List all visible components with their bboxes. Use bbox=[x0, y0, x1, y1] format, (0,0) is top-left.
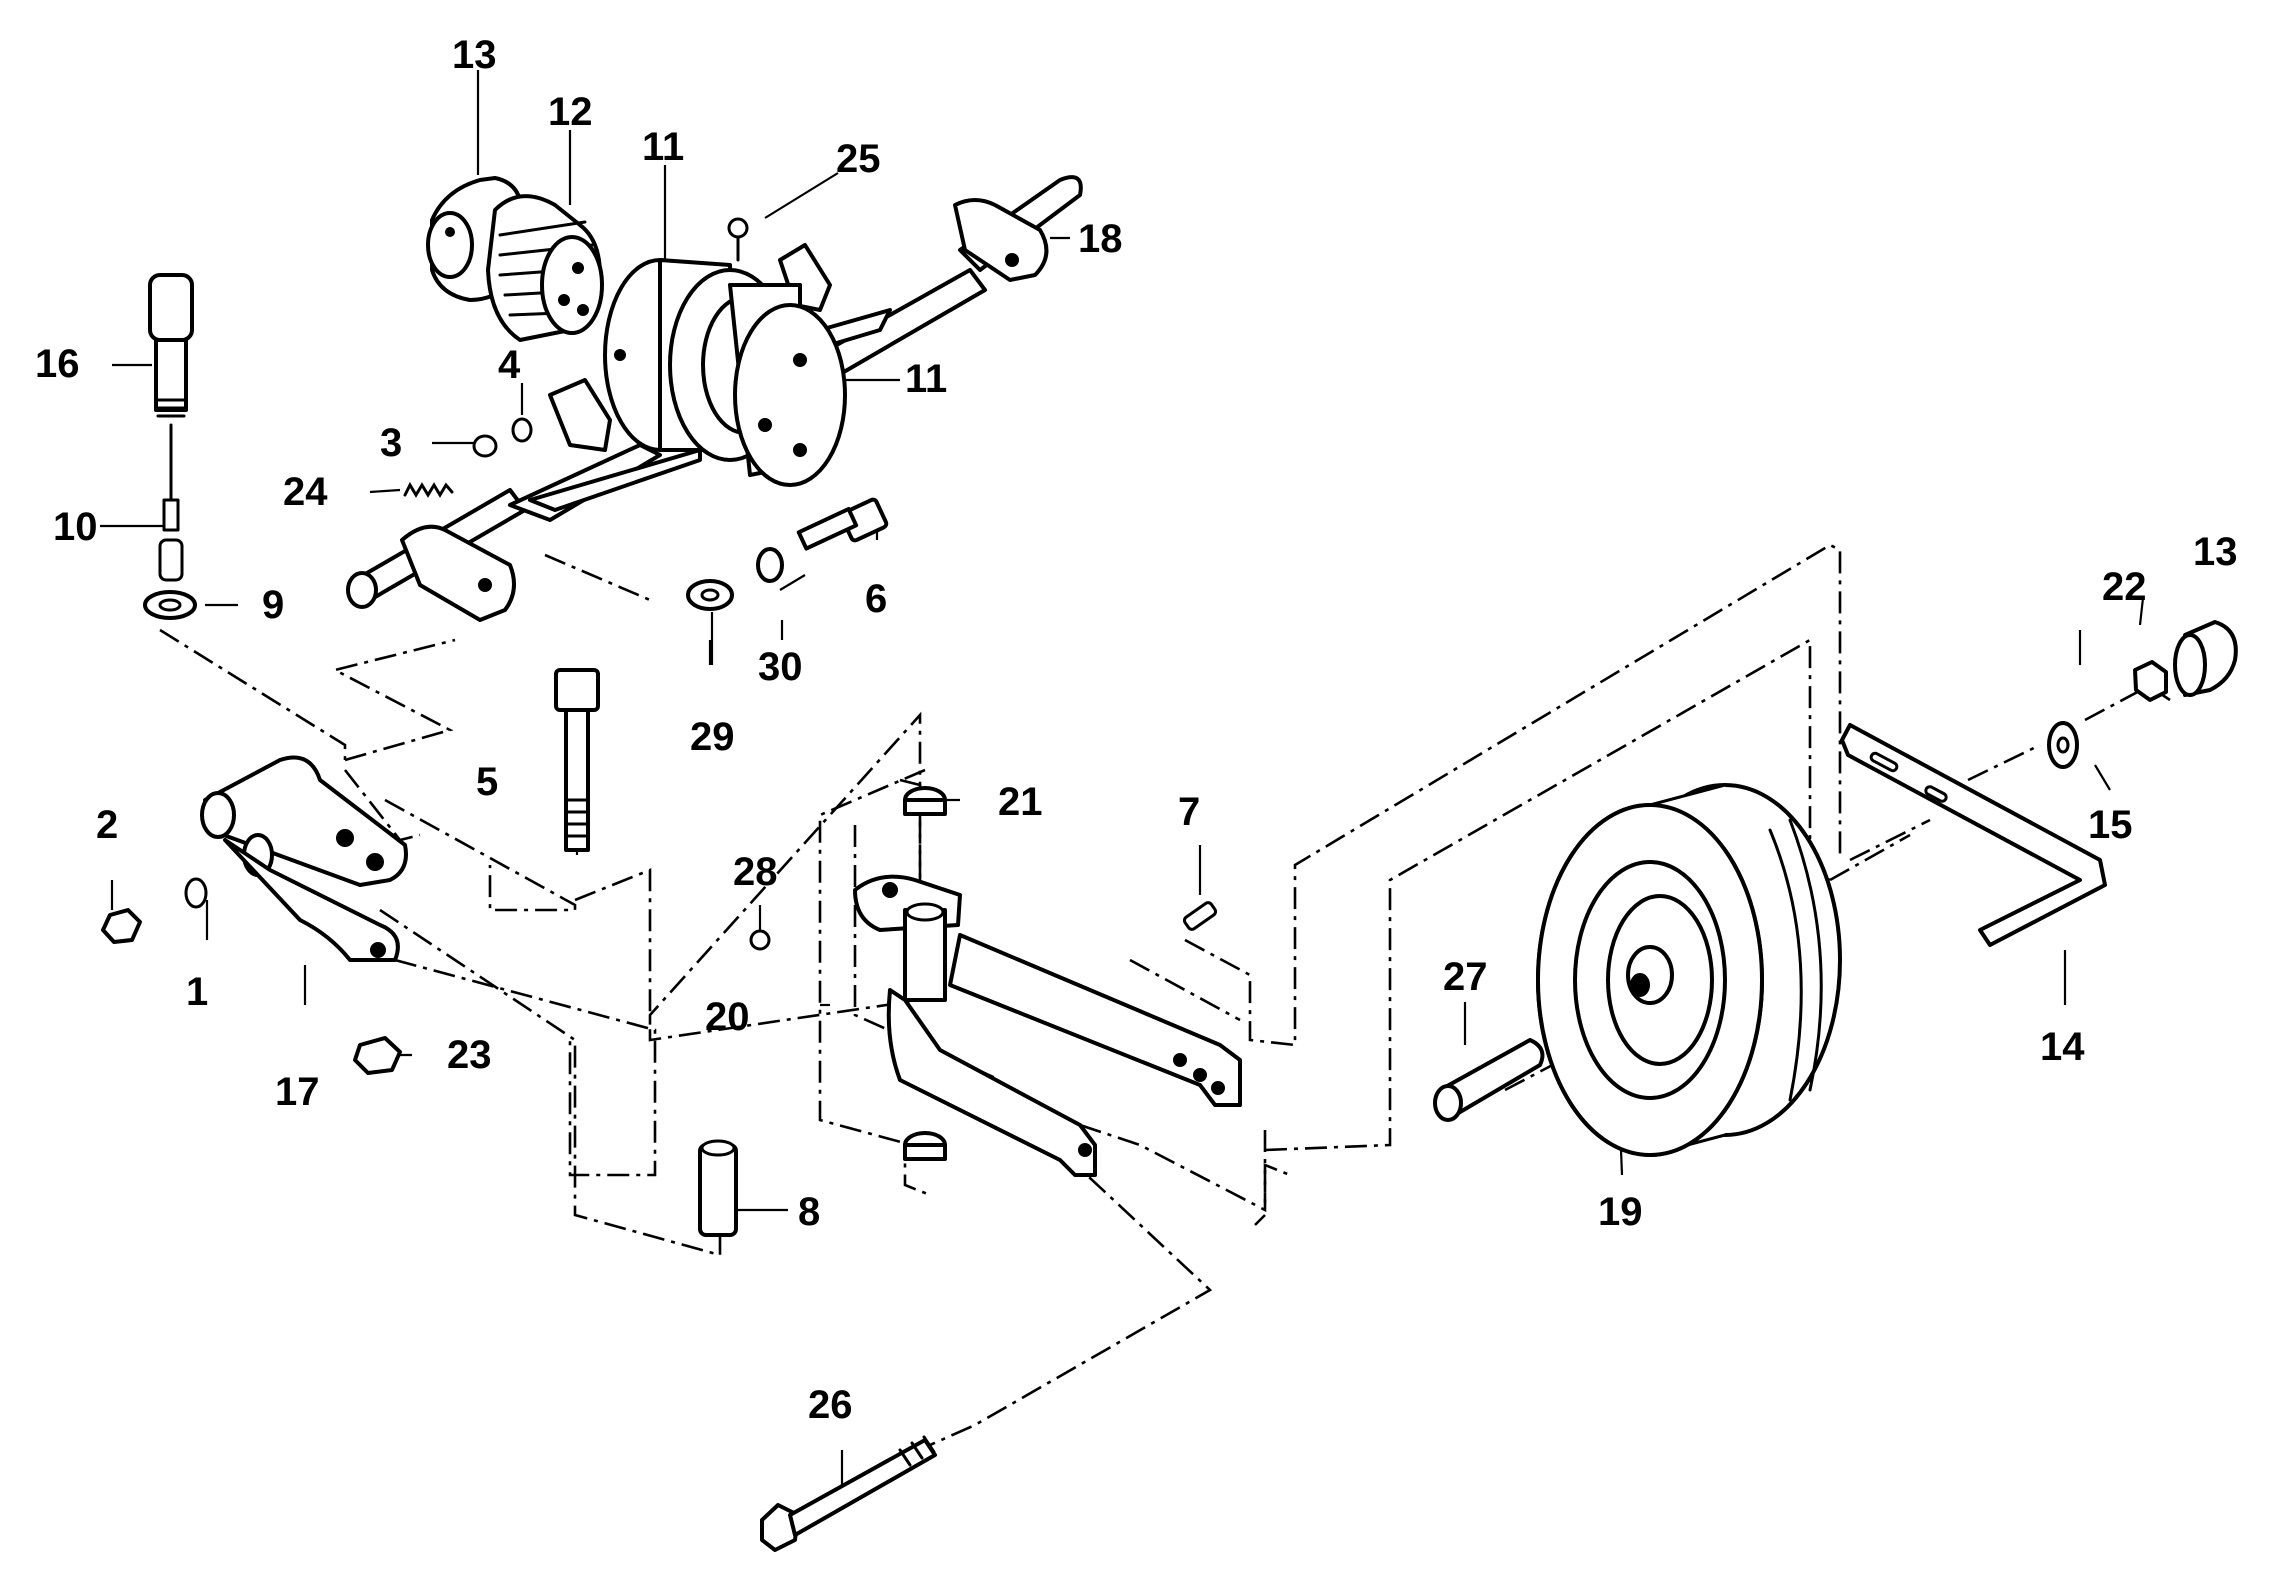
callout-7: 7 bbox=[1178, 790, 1200, 834]
caster-fork-21 bbox=[853, 874, 1242, 1177]
callout-5: 5 bbox=[476, 760, 498, 804]
callout-4: 4 bbox=[498, 343, 521, 387]
washer-31 bbox=[756, 547, 784, 583]
callout-2: 2 bbox=[96, 803, 118, 847]
grease-nipple-26 bbox=[727, 217, 749, 262]
callout-3: 3 bbox=[380, 421, 402, 465]
washer-30 bbox=[686, 579, 734, 611]
callout-labels: 13 12 11 25 18 11 16 4 3 24 10 9 6 30 29… bbox=[35, 33, 2238, 1427]
nut-23 bbox=[2133, 660, 2168, 702]
nut-24 bbox=[353, 1036, 402, 1075]
bolt-6 bbox=[796, 497, 889, 551]
callout-17: 16 bbox=[35, 342, 80, 386]
washer-4 bbox=[511, 417, 533, 443]
callout-25: 24 bbox=[283, 470, 328, 514]
grease-nipple-29 bbox=[749, 929, 771, 951]
callout-14: 13 bbox=[2193, 530, 2238, 574]
washer-9 bbox=[143, 590, 197, 620]
callout-6: 6 bbox=[865, 577, 887, 621]
callout-26: 25 bbox=[836, 137, 881, 181]
callout-1: 1 bbox=[186, 970, 208, 1014]
axle-bracket-15 bbox=[1840, 723, 2107, 947]
spacer-8 bbox=[698, 1139, 738, 1237]
drum-flange-front bbox=[728, 283, 847, 487]
callout-18: 17 bbox=[275, 1070, 320, 1114]
callout-24: 23 bbox=[447, 1033, 492, 1077]
callout-30: 29 bbox=[690, 715, 735, 759]
washer-1 bbox=[184, 877, 208, 909]
callout-22: 21 bbox=[998, 780, 1043, 824]
nut-lower-fork bbox=[903, 1131, 947, 1161]
washer-16 bbox=[2047, 721, 2079, 769]
spring-25 bbox=[403, 481, 454, 498]
bolt-27 bbox=[760, 1435, 937, 1552]
nut-22 bbox=[903, 786, 947, 816]
callout-16: 15 bbox=[2088, 803, 2133, 847]
callout-31: 30 bbox=[758, 645, 803, 689]
callout-21: 20 bbox=[705, 995, 750, 1039]
callout-11-top: 11 bbox=[642, 125, 684, 169]
wheel-20 bbox=[1536, 783, 1842, 1157]
callout-8: 8 bbox=[798, 1190, 820, 1234]
callout-10: 10 bbox=[53, 505, 98, 549]
nut-2 bbox=[101, 908, 142, 944]
callout-27: 26 bbox=[808, 1383, 853, 1427]
assembly-lines bbox=[159, 543, 2171, 1447]
callout-13: 13 bbox=[452, 33, 497, 77]
pulley-grooved bbox=[486, 194, 604, 342]
pivot-bracket-18 bbox=[200, 755, 408, 962]
cap-14 bbox=[2173, 620, 2238, 697]
callout-15: 14 bbox=[2040, 1025, 2085, 1069]
callout-19: 18 bbox=[1078, 217, 1123, 261]
callout-11-right: 11 bbox=[905, 357, 947, 401]
leader-lines bbox=[100, 70, 2145, 1490]
bushing-28 bbox=[1433, 1038, 1545, 1122]
nut-3 bbox=[472, 434, 498, 458]
handle-17 bbox=[148, 273, 194, 418]
pin-10 bbox=[158, 423, 184, 582]
callout-23: 22 bbox=[2102, 565, 2147, 609]
callout-29: 28 bbox=[733, 850, 778, 894]
pin-7 bbox=[1182, 901, 1218, 931]
callout-20: 19 bbox=[1598, 1190, 1643, 1234]
callout-12: 12 bbox=[548, 90, 593, 134]
callout-28: 27 bbox=[1443, 955, 1488, 999]
bolt-5 bbox=[554, 668, 600, 852]
axle-frame bbox=[346, 175, 1083, 622]
drum-flange-rear bbox=[603, 258, 792, 462]
callout-9: 9 bbox=[262, 583, 284, 627]
